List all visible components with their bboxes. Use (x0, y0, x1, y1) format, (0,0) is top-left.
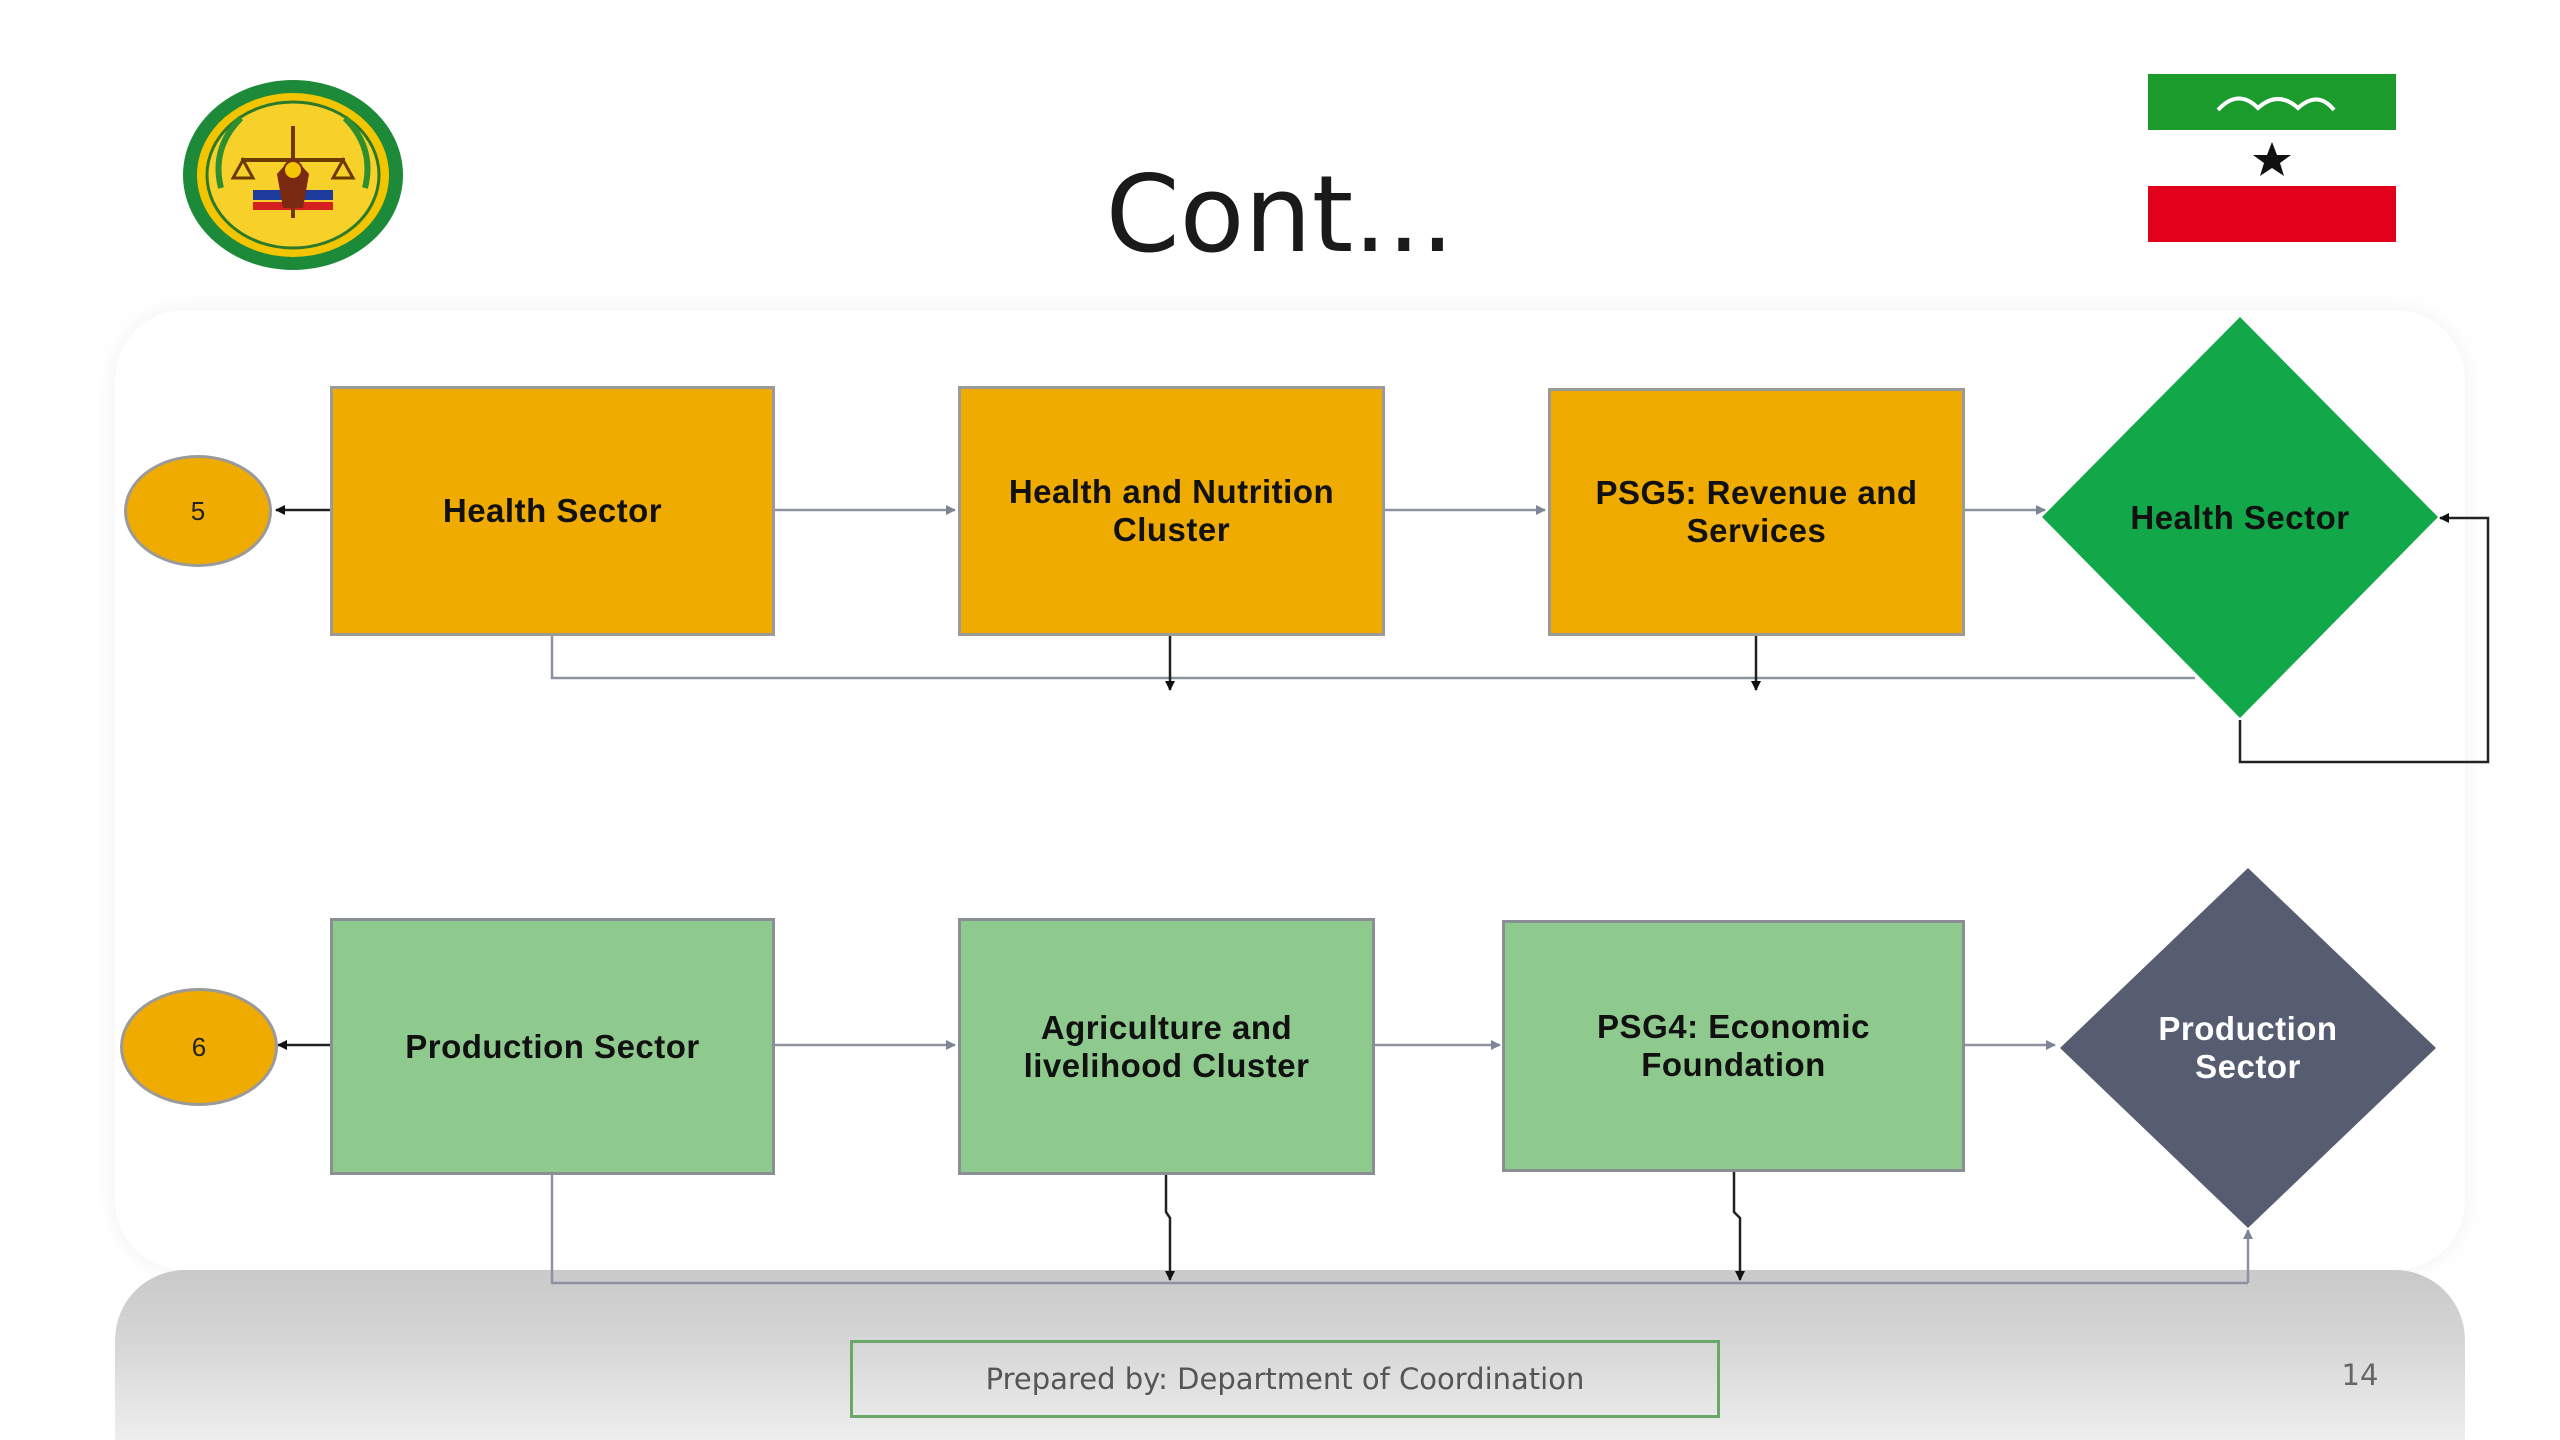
step-number-6: 6 (120, 988, 278, 1106)
production-sector-box: Production Sector (330, 918, 775, 1175)
somaliland-flag-icon (2148, 74, 2396, 244)
step-number-5: 5 (124, 455, 272, 567)
production-sector-decision-label: Production Sector (2158, 1010, 2338, 1085)
health-sector-decision-label: Health Sector (2130, 498, 2350, 536)
page-number: 14 (2341, 1358, 2379, 1392)
agriculture-livelihood-cluster-box: Agriculture and livelihood Cluster (958, 918, 1375, 1175)
reflective-floor (115, 1270, 2465, 1440)
health-nutrition-cluster-box: Health and Nutrition Cluster (958, 386, 1385, 636)
footer-prepared-by: Prepared by: Department of Coordination (850, 1340, 1720, 1418)
health-sector-box: Health Sector (330, 386, 775, 636)
coat-of-arms-emblem-icon (181, 78, 405, 273)
psg4-box: PSG4: Economic Foundation (1502, 920, 1965, 1172)
production-sector-decision: Production Sector (2058, 866, 2438, 1230)
slide-title: Cont... (1105, 153, 1455, 276)
psg5-box: PSG5: Revenue and Services (1548, 388, 1965, 636)
health-sector-decision: Health Sector (2040, 315, 2440, 720)
